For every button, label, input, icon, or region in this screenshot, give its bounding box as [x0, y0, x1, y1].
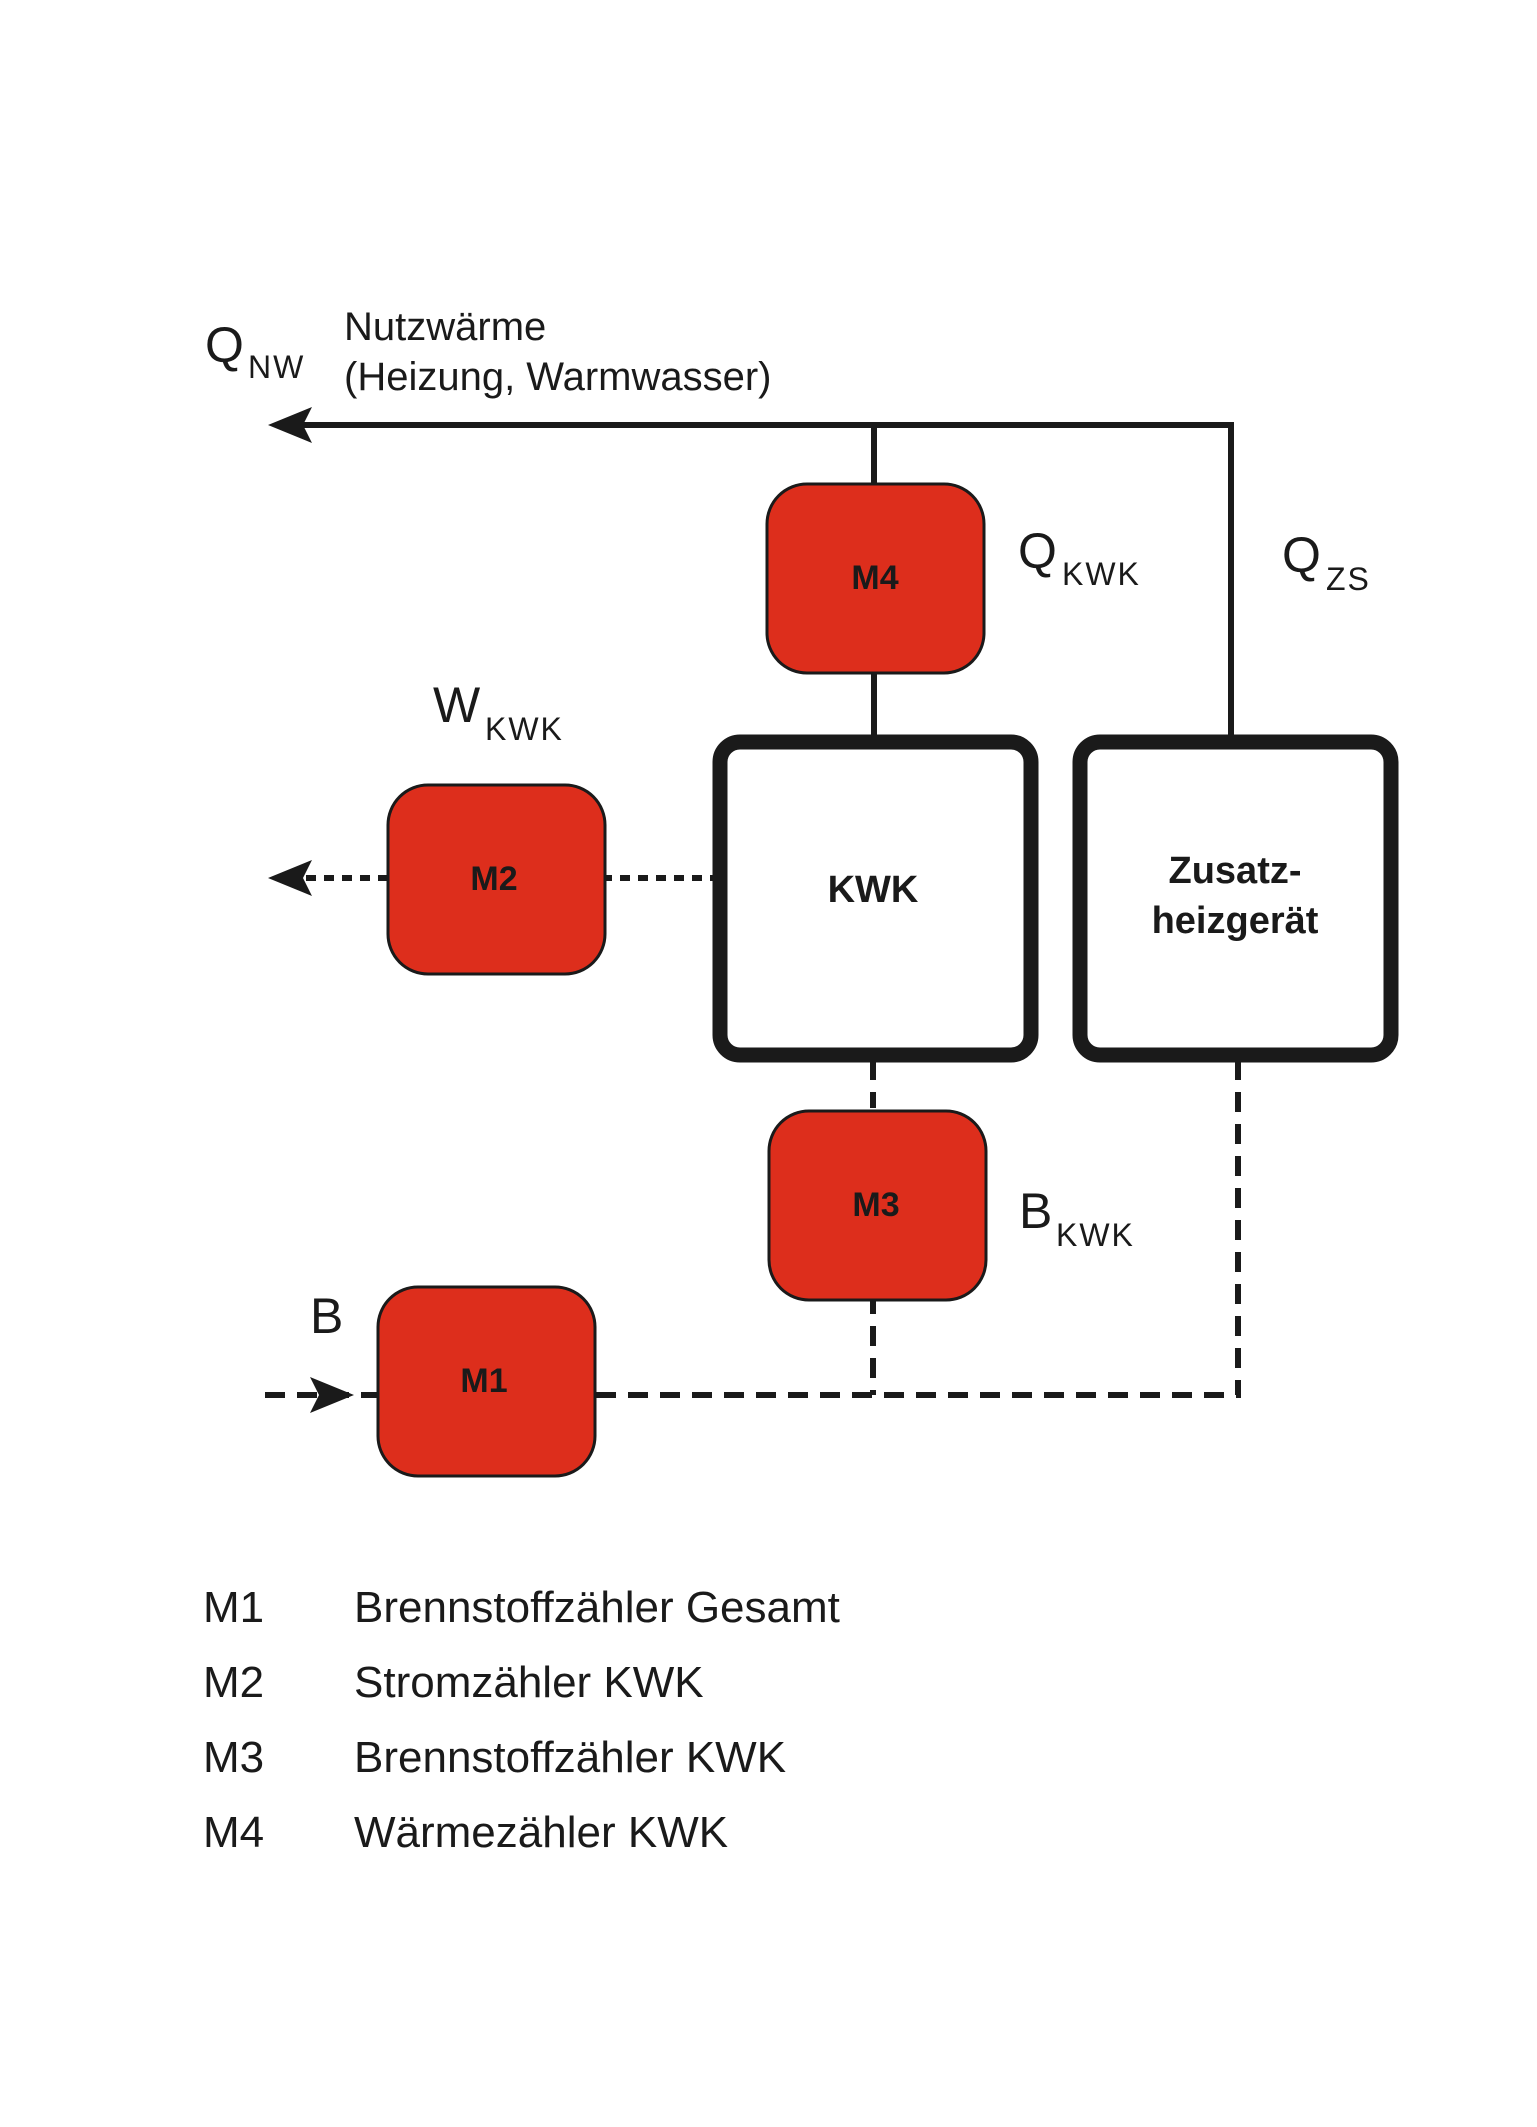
meter-m3-label: M3 [852, 1186, 899, 1224]
kwk-unit: KWK [712, 734, 1039, 1063]
meter-m1-label: M1 [460, 1362, 507, 1400]
q-kwk-symbol: Q [1018, 523, 1057, 579]
b-kwk-symbol: B [1019, 1183, 1052, 1239]
q-zs-symbol: Q [1282, 527, 1321, 583]
flow-q-kwk: Q KWK [1018, 523, 1141, 592]
legend-code: M1 [203, 1583, 264, 1632]
nutzwaerme-detail: (Heizung, Warmwasser) [344, 355, 771, 399]
legend-item: M2 Stromzähler KWK [203, 1658, 704, 1707]
meter-m4: M4 [765, 482, 986, 675]
b-kwk-subscript: KWK [1056, 1217, 1135, 1253]
flow-b-kwk: B KWK [1019, 1183, 1135, 1253]
kwk-unit-label: KWK [828, 869, 919, 911]
q-nw-subscript: NW [248, 349, 305, 385]
meter-m3: M3 [767, 1109, 988, 1302]
legend-text: Wärmezähler KWK [354, 1808, 728, 1857]
legend-code: M2 [203, 1658, 264, 1707]
q-kwk-subscript: KWK [1062, 556, 1141, 592]
b-symbol: B [310, 1288, 343, 1344]
meter-m1: M1 [376, 1285, 597, 1478]
w-kwk-subscript: KWK [485, 711, 564, 747]
q-nw-symbol: Q [205, 317, 244, 373]
zusatz-label-line-1: Zusatz- [1169, 850, 1302, 892]
fuel-lines [265, 1060, 1241, 1398]
nutzwaerme-arrowhead [268, 407, 312, 443]
legend: M1 Brennstoffzähler Gesamt M2 Stromzähle… [203, 1583, 840, 1857]
zusatz-label-line-2: heizgerät [1152, 900, 1319, 942]
flow-w-kwk: W KWK [433, 677, 564, 747]
q-zs-subscript: ZS [1326, 561, 1371, 597]
flow-q-nw: Q NW [205, 317, 305, 385]
electricity-arrowhead [268, 860, 312, 896]
zusatzheizgeraet-unit: Zusatz- heizgerät [1072, 734, 1399, 1063]
legend-text: Brennstoffzähler KWK [354, 1733, 786, 1782]
w-kwk-symbol: W [433, 677, 481, 733]
legend-item: M1 Brennstoffzähler Gesamt [203, 1583, 840, 1632]
heat-lines [300, 422, 1234, 742]
legend-item: M4 Wärmezähler KWK [203, 1808, 728, 1857]
fuel-input-arrowhead [310, 1377, 354, 1413]
legend-item: M3 Brennstoffzähler KWK [203, 1733, 786, 1782]
legend-text: Stromzähler KWK [354, 1658, 704, 1707]
meter-m2: M2 [386, 783, 607, 976]
flow-q-zs: Q ZS [1282, 527, 1371, 597]
meter-m4-label: M4 [851, 559, 898, 597]
legend-code: M3 [203, 1733, 264, 1782]
legend-text: Brennstoffzähler Gesamt [354, 1583, 840, 1632]
nutzwaerme-label: Nutzwärme [344, 305, 546, 349]
legend-code: M4 [203, 1808, 264, 1857]
meter-m2-label: M2 [470, 860, 517, 898]
